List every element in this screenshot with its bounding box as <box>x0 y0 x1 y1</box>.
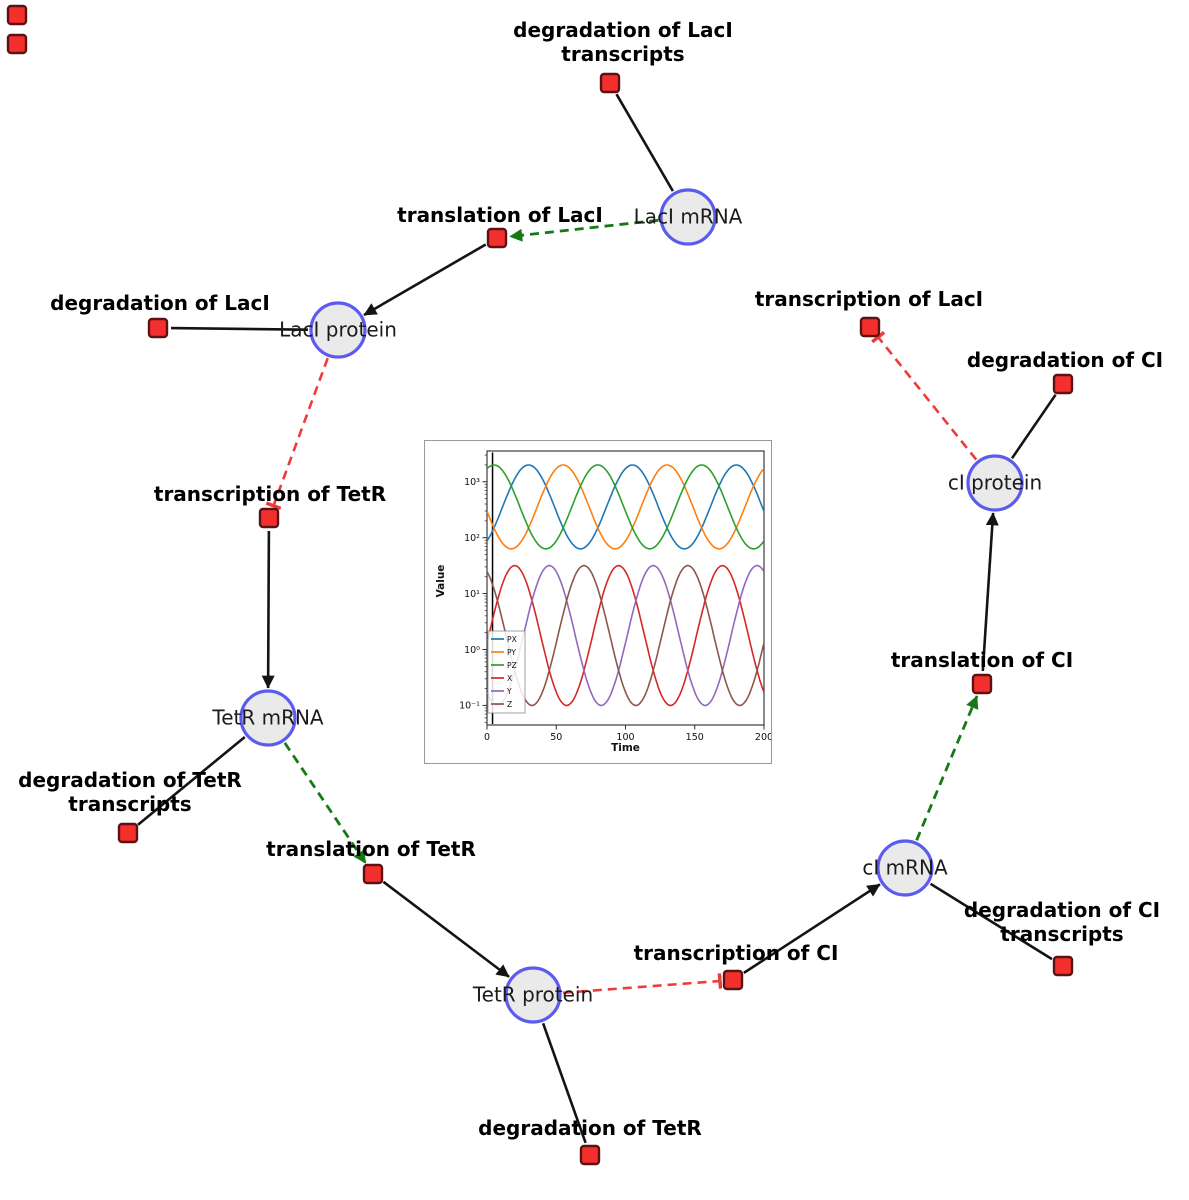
edge-production-transl-laci-to-laci-protein <box>363 243 487 317</box>
species-node-laci-protein <box>309 301 367 359</box>
edge-consumption-tetr-protein-to-deg-tetr <box>541 1022 587 1144</box>
species-node-ci-mrna <box>876 839 934 897</box>
y-tick-label: 10³ <box>464 477 480 488</box>
legend-box <box>487 630 526 714</box>
reaction-node-transl-ci <box>971 673 993 695</box>
x-tick-label: 0 <box>484 732 490 743</box>
y-tick-label: 10⁰ <box>464 645 480 656</box>
species-node-laci-mrna <box>659 188 717 246</box>
reaction-node-transc-ci <box>722 969 744 991</box>
series-line-PZ <box>487 464 764 550</box>
reaction-node-transc-tetr <box>258 507 280 529</box>
reaction-node-transl-tetr <box>362 863 384 885</box>
edge-inhibition-tetr-protein-to-transc-ci <box>562 981 720 995</box>
series-line-Z <box>487 564 764 707</box>
edge-production-transc-tetr-to-tetr-mrna <box>261 530 275 689</box>
reaction-node-deg-laci <box>147 317 169 339</box>
species-node-tetr-protein <box>504 966 562 1024</box>
x-tick-label: 100 <box>616 732 634 743</box>
y-tick-label: 10⁻¹ <box>459 701 480 712</box>
x-tick-label: 150 <box>686 732 704 743</box>
species-node-tetr-mrna <box>239 689 297 747</box>
reaction-node-deg-tetr <box>579 1144 601 1166</box>
legend-label-Z: Z <box>507 700 512 709</box>
y-tick-label: 10¹ <box>464 589 480 600</box>
edge-consumption-laci-mrna-to-deg-laci-tx <box>615 93 675 192</box>
reaction-node-transc-laci <box>859 316 881 338</box>
edge-modifier-ci-mrna-to-transl-ci <box>915 695 979 841</box>
edge-modifier-laci-mrna-to-transl-laci <box>509 218 659 242</box>
chart-axes-box <box>486 450 765 726</box>
edge-production-transl-ci-to-ci-protein <box>981 512 999 672</box>
edge-consumption-tetr-mrna-to-deg-tetr-tx <box>137 735 246 826</box>
edge-consumption-laci-protein-to-deg-laci <box>170 326 309 331</box>
edge-modifier-tetr-mrna-to-transl-tetr <box>283 742 367 864</box>
reaction-node-deg-laci-tx <box>599 72 621 94</box>
reaction-node-deg-ci-tx <box>1052 955 1074 977</box>
reaction-node-corner-node-2 <box>6 33 28 55</box>
edge-consumption-ci-mrna-to-deg-ci-tx <box>929 882 1053 961</box>
edge-inhibition-ci-protein-to-transc-laci <box>878 337 978 461</box>
legend-label-Y: Y <box>506 687 512 696</box>
series-line-PY <box>487 464 764 550</box>
edge-consumption-ci-protein-to-deg-ci <box>1010 393 1057 460</box>
edge-production-transl-tetr-to-tetr-protein <box>382 880 510 978</box>
reaction-node-transl-laci <box>486 227 508 249</box>
legend-label-PX: PX <box>507 635 517 644</box>
edge-production-transc-ci-to-ci-mrna <box>743 883 881 974</box>
x-tick-label: 200 <box>755 732 771 743</box>
species-node-ci-protein <box>966 454 1024 512</box>
y-tick-label: 10² <box>464 533 480 544</box>
edge-inhibition-laci-protein-to-transc-tetr <box>274 357 329 506</box>
legend-label-PZ: PZ <box>507 661 517 670</box>
series-line-Y <box>487 564 764 707</box>
chart-xlabel: Time <box>611 742 640 754</box>
series-line-PX <box>487 464 764 550</box>
legend-label-X: X <box>507 674 512 683</box>
timecourse-chart-svg: 10⁻¹ 10⁰ 10¹ 10² 10³ 0 50 100 150 200 PX PY PZ XYZ <box>459 450 771 743</box>
series-line-X <box>487 564 764 707</box>
reaction-node-deg-ci <box>1052 373 1074 395</box>
reaction-node-deg-tetr-tx <box>117 822 139 844</box>
chart-ylabel: Value <box>435 564 447 598</box>
legend-label-PY: PY <box>507 648 516 657</box>
reaction-node-corner-node-1 <box>6 4 28 26</box>
x-tick-label: 50 <box>550 732 562 743</box>
